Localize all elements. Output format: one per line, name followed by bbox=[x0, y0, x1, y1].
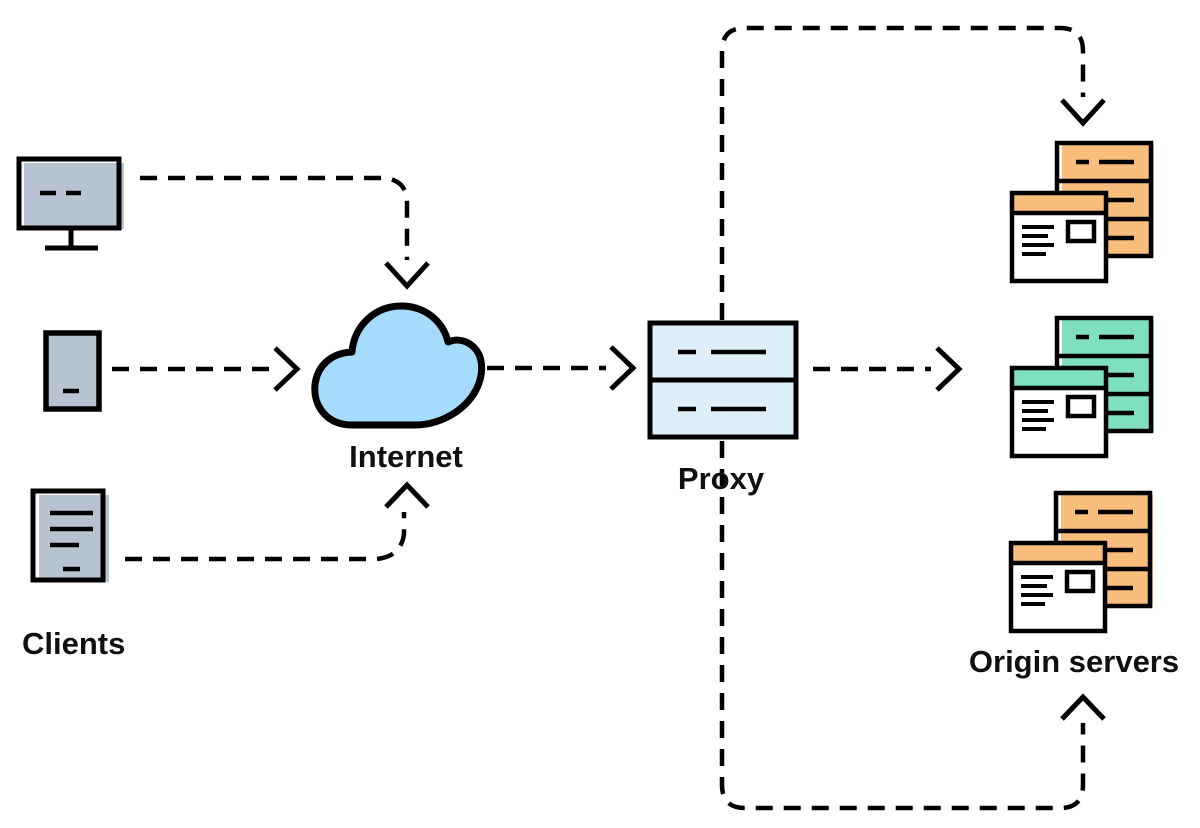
arrowhead-right-icon bbox=[609, 345, 637, 391]
internet-cloud-icon bbox=[311, 302, 486, 429]
monitor-screen-fill bbox=[24, 163, 124, 229]
arrowhead-up-icon bbox=[384, 481, 430, 509]
browser-title-bar bbox=[1011, 543, 1105, 563]
browser-title-bar bbox=[1012, 193, 1106, 213]
origin-server-icon-1 bbox=[1009, 140, 1154, 284]
document-outline bbox=[30, 488, 106, 583]
browser-thumbnail bbox=[1065, 219, 1097, 244]
clients-label: Clients bbox=[22, 626, 125, 661]
arrow-document-to-internet bbox=[125, 481, 430, 562]
browser-thumbnail bbox=[1064, 569, 1096, 594]
desktop-computer-icon bbox=[16, 156, 124, 251]
arrow-phone-to-internet bbox=[112, 346, 301, 392]
arrowhead-down-icon bbox=[384, 261, 430, 290]
arrow-proxy-to-origin-top-loop bbox=[719, 25, 1106, 320]
proxy-label: Proxy bbox=[678, 461, 765, 496]
monitor-screen-outline bbox=[16, 156, 122, 231]
phone-body bbox=[43, 330, 102, 412]
arrowhead-down-icon bbox=[1060, 98, 1106, 127]
origin-servers-label: Origin servers bbox=[969, 644, 1179, 679]
internet-label: Internet bbox=[349, 439, 463, 474]
mobile-device-icon bbox=[43, 330, 102, 412]
document-icon bbox=[30, 488, 109, 583]
proxy-server-icon bbox=[647, 320, 799, 440]
arrow-desktop-to-internet bbox=[140, 175, 430, 290]
arrowhead-up-icon bbox=[1060, 693, 1106, 721]
browser-thumbnail bbox=[1065, 394, 1097, 419]
arrow-internet-to-proxy bbox=[487, 345, 637, 391]
browser-title-bar bbox=[1012, 368, 1106, 388]
arrowhead-right-icon bbox=[935, 346, 963, 392]
arrow-proxy-to-origin-bottom-loop bbox=[719, 441, 1106, 811]
origin-server-icon-2 bbox=[1009, 315, 1154, 459]
origin-server-icon-3 bbox=[1008, 490, 1153, 634]
arrowhead-right-icon bbox=[273, 346, 301, 392]
arrow-proxy-to-origin bbox=[813, 346, 963, 392]
